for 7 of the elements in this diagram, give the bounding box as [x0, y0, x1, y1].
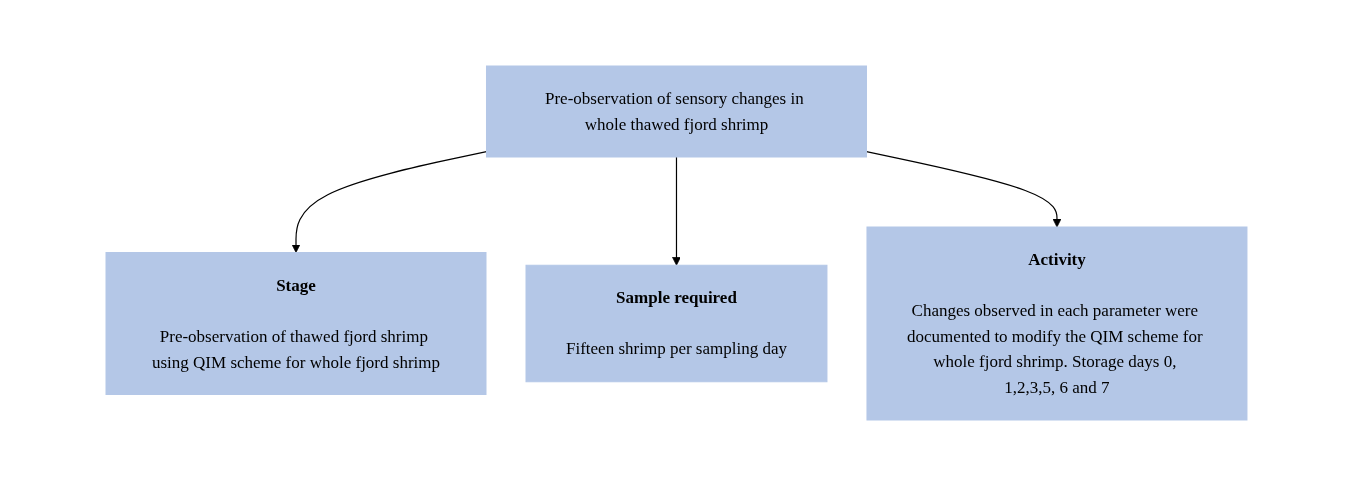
- node-box: Activity Changes observed in each parameter were documented to modify the QIM scheme for whole fjord shrimp. Storage days 0, 1,2,3,5, 6 and 7: [866, 226, 1247, 421]
- arrow: [291, 151, 487, 253]
- arrow: [865, 151, 1061, 228]
- node-box: Stage Pre-observation of thawed fjord shrimp using QIM scheme for whole fjord shrimp: [105, 252, 486, 395]
- node-box: Sample required Fifteen shrimp per sampling day: [525, 264, 827, 383]
- node-box: Pre-observation of sensory changes in whole thawed fjord shrimp: [485, 65, 867, 158]
- arrow: [671, 156, 681, 266]
